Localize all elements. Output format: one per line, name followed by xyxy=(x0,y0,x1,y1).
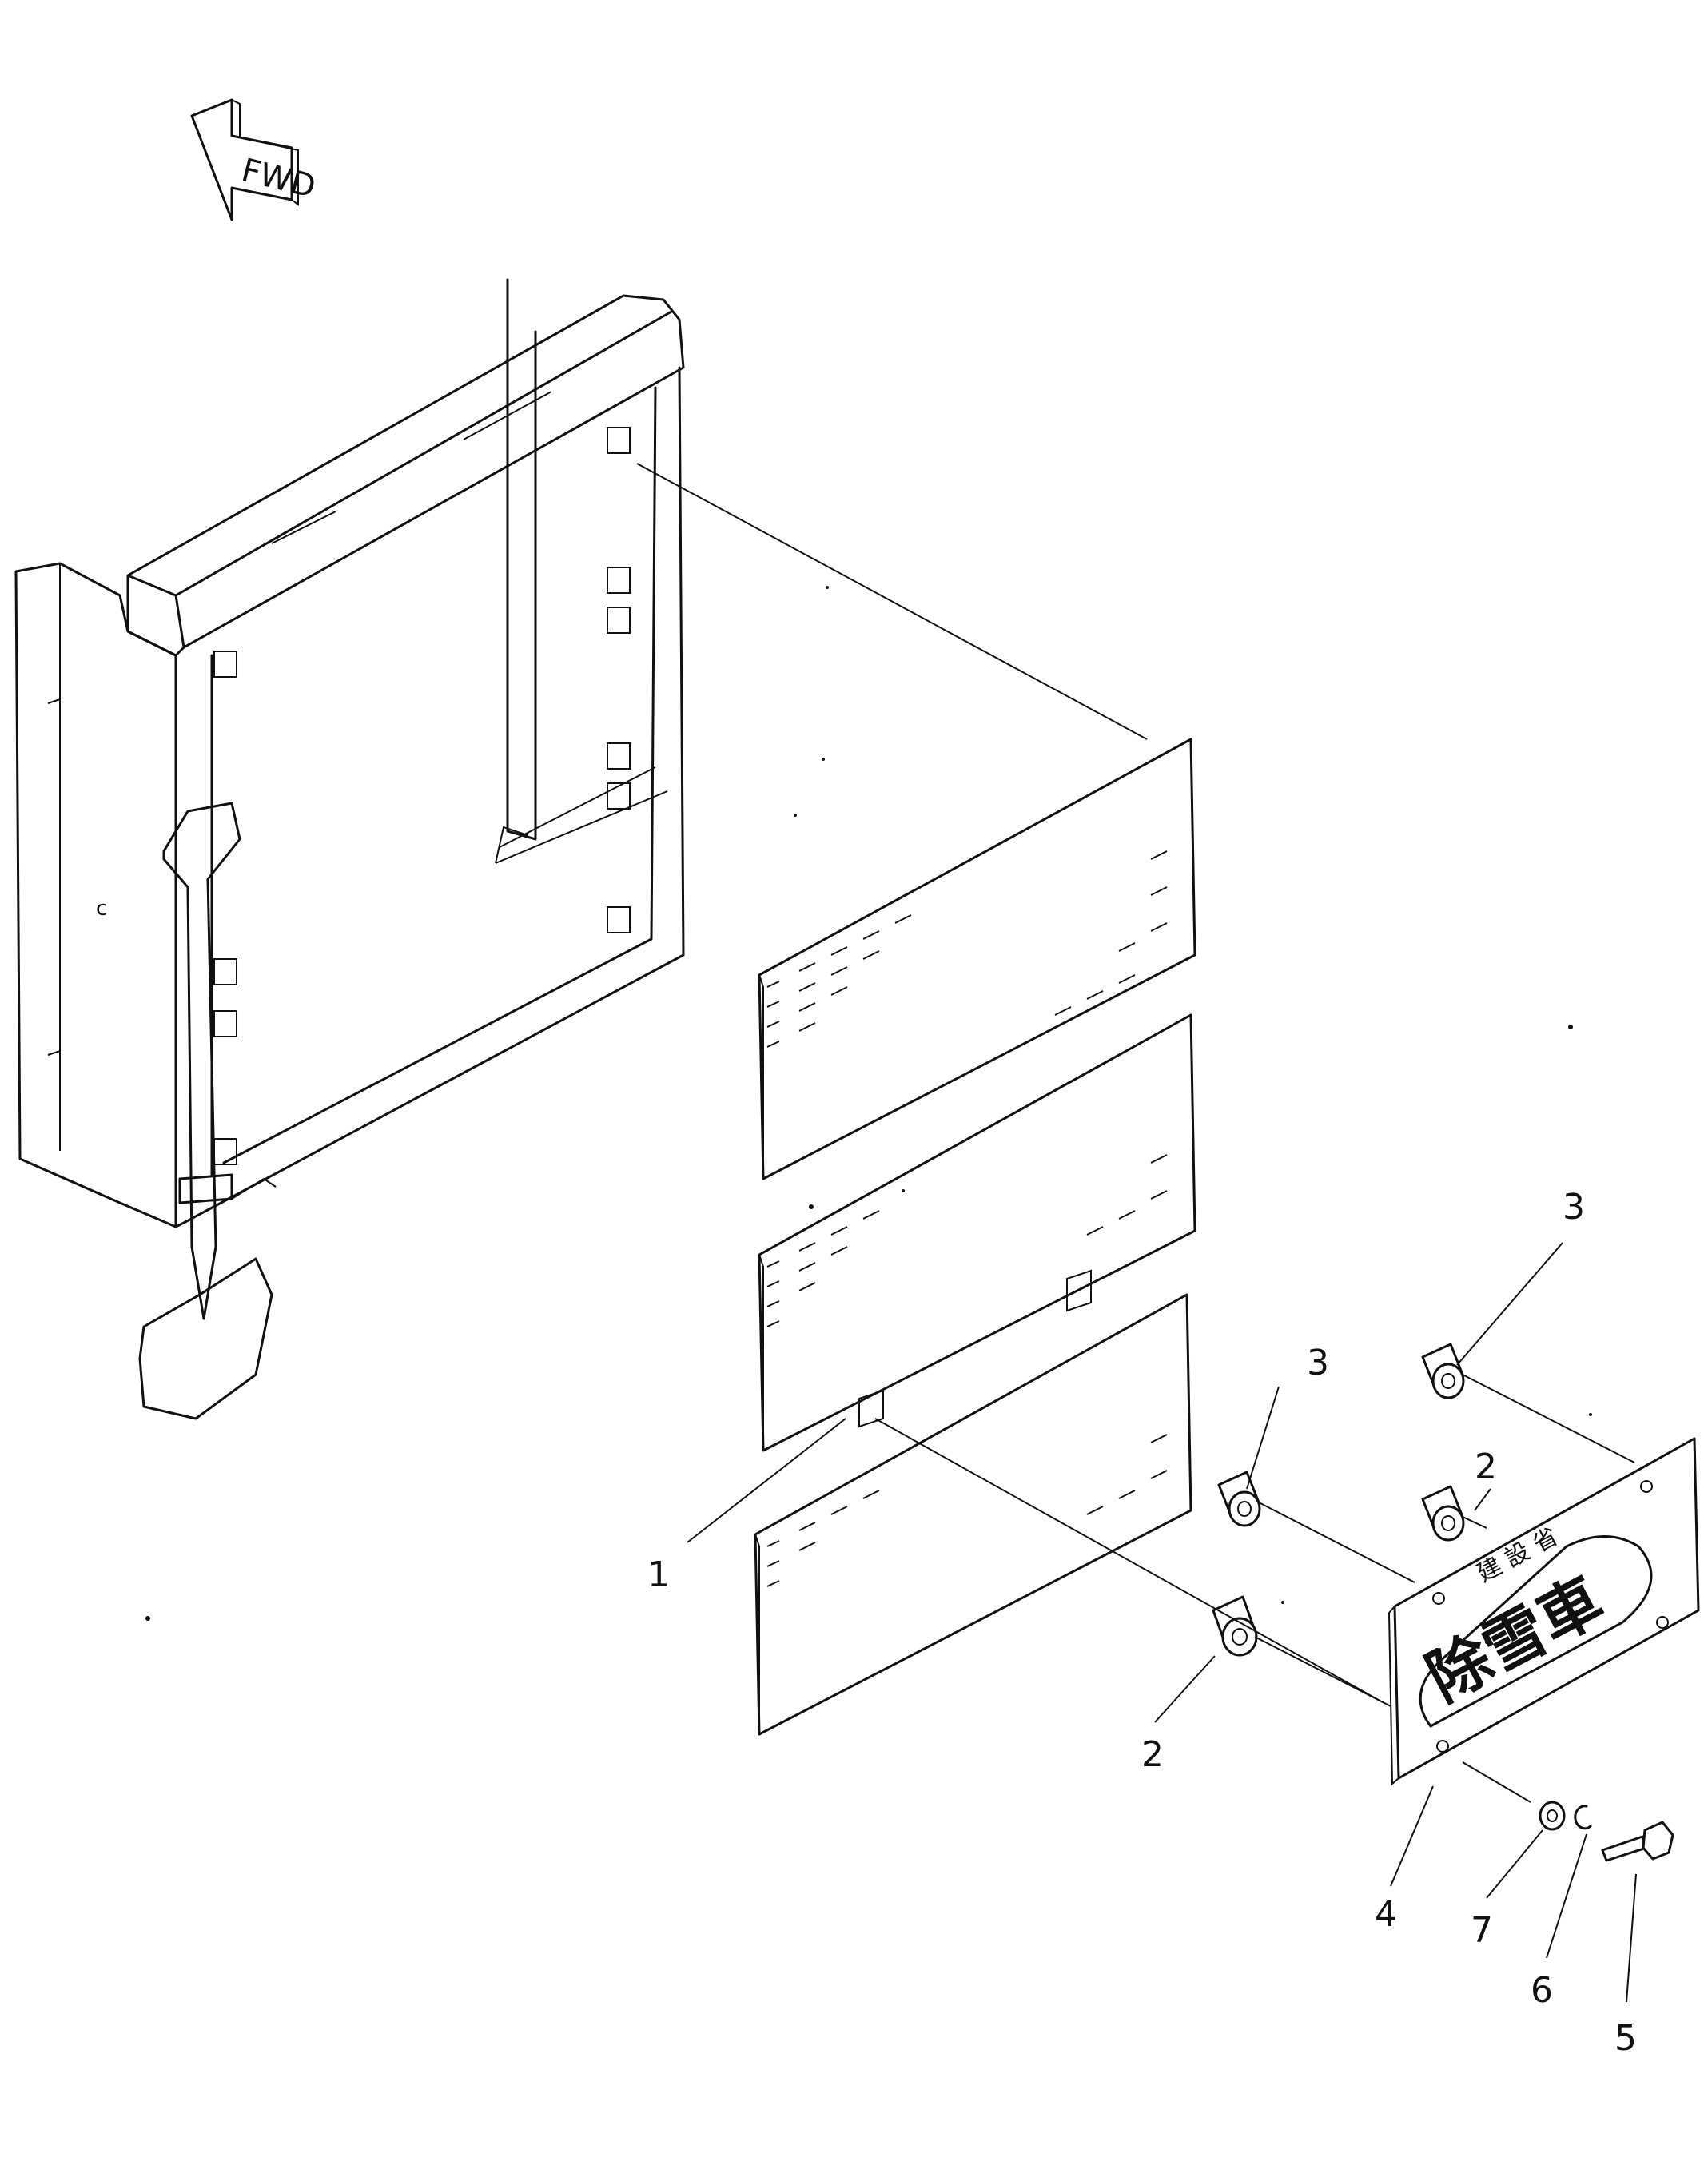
name-plate: 建 設 省 除雪車 xyxy=(1388,1437,1700,1786)
side-wall: c xyxy=(14,562,177,1228)
callout-2: 2 xyxy=(1475,1447,1497,1487)
panel-bottom xyxy=(754,1293,1192,1736)
callout-4: 4 xyxy=(1375,1894,1397,1935)
callout-5: 5 xyxy=(1614,2018,1637,2059)
callout-1: 1 xyxy=(647,1554,670,1595)
washer-7 xyxy=(1539,1801,1566,1831)
callout-leaders xyxy=(687,1242,1637,2003)
callouts: 1 2 2 3 3 4 5 6 7 xyxy=(647,1187,1637,2059)
callout-3: 3 xyxy=(1563,1187,1585,1228)
callout-3: 3 xyxy=(1307,1343,1329,1383)
fwd-arrow: FWD xyxy=(190,98,320,221)
fwd-label: FWD xyxy=(238,152,320,205)
plate-main-text: 除雪車 xyxy=(1416,1564,1615,1715)
svg-text:c: c xyxy=(96,897,107,921)
spacer-2a xyxy=(1421,1485,1465,1542)
callout-6: 6 xyxy=(1531,1970,1553,2011)
cabinet-frame xyxy=(126,278,685,1228)
assembly-lines xyxy=(636,463,1635,1803)
scan-specks xyxy=(145,586,1592,1644)
spacer-3a xyxy=(1217,1471,1261,1527)
shovel xyxy=(138,802,277,1420)
callout-7: 7 xyxy=(1471,1910,1493,1951)
callout-2: 2 xyxy=(1141,1734,1164,1775)
spacer-3b xyxy=(1421,1343,1465,1399)
spacer-2b xyxy=(1212,1595,1258,1657)
bolt-5 xyxy=(1601,1821,1674,1862)
panel-top xyxy=(758,738,1196,1180)
panel-middle xyxy=(758,1013,1196,1452)
spring-washer-6 xyxy=(1574,1805,1592,1830)
